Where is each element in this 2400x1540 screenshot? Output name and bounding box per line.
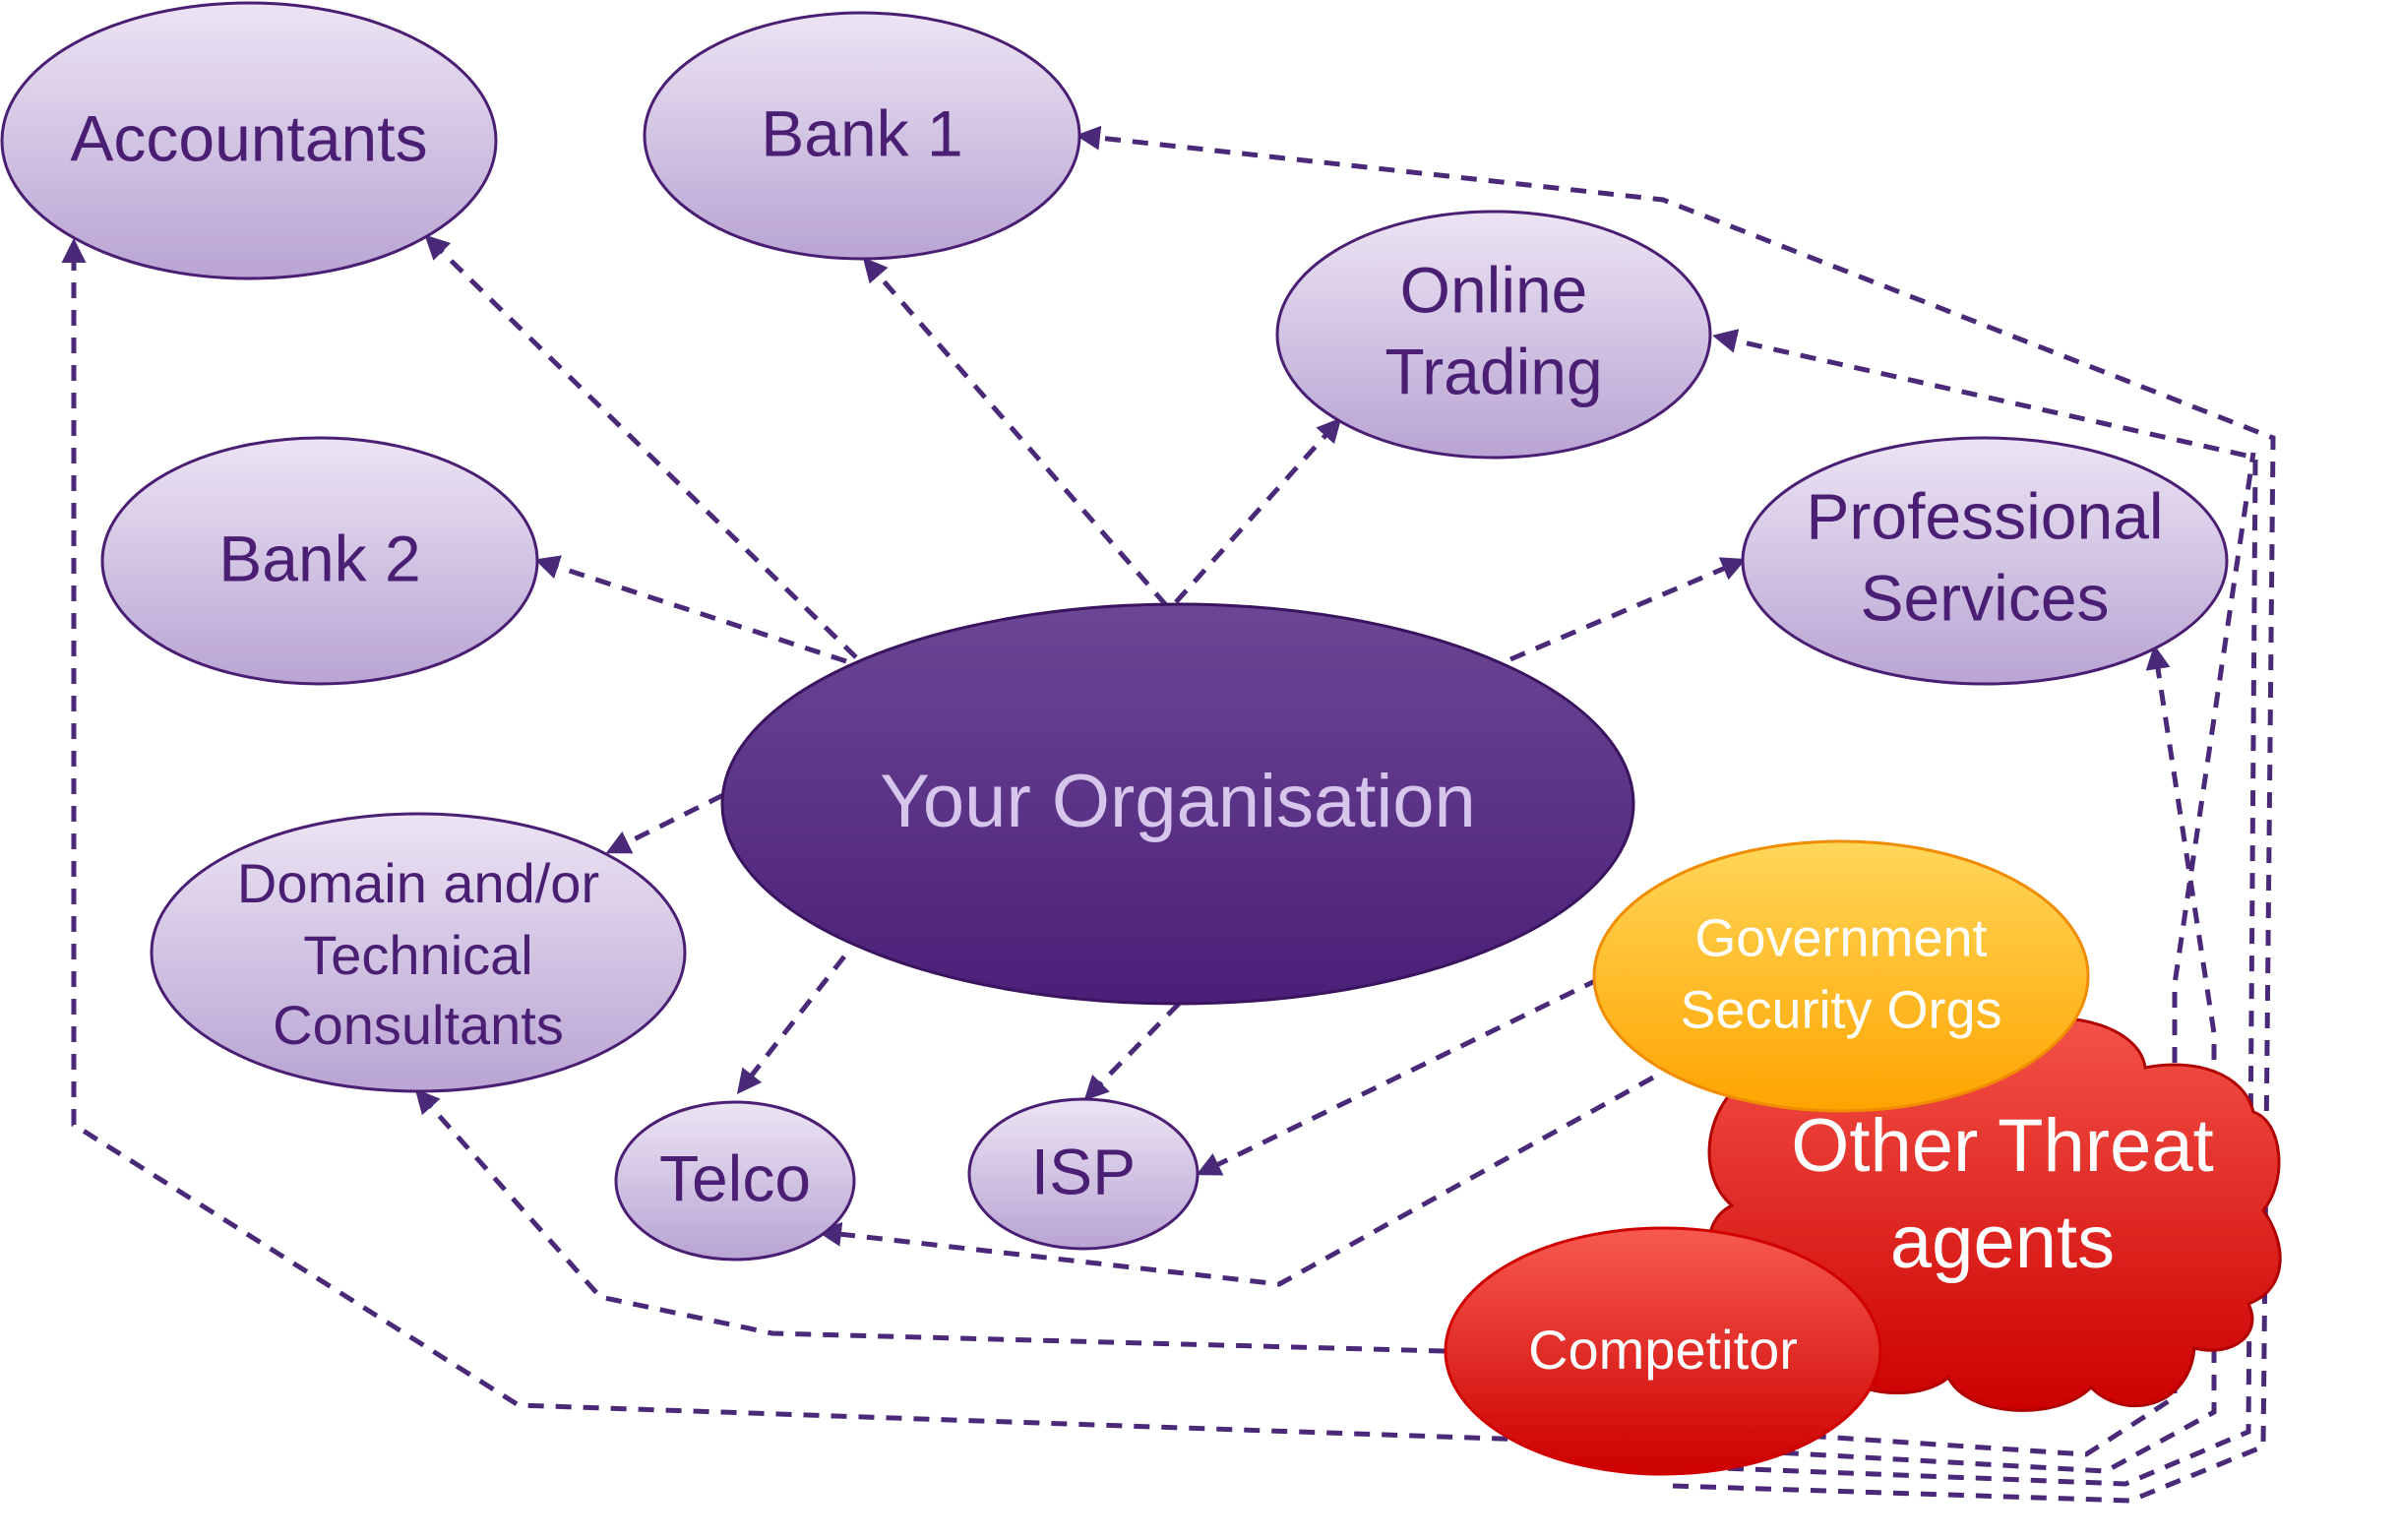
link-gov-isp xyxy=(1196,976,1601,1176)
link-competitor-accountants xyxy=(61,238,1674,1448)
link-org-professional-services xyxy=(1509,557,1747,662)
node-isp[interactable]: ISP xyxy=(967,1097,1200,1251)
link-threats-bank1 xyxy=(1076,125,2276,1504)
node-bank1[interactable]: Bank 1 xyxy=(643,11,1081,261)
link-org-bank2 xyxy=(534,555,847,664)
node-competitor[interactable]: Competitor xyxy=(1444,1226,1882,1476)
professional-services-label-line2: Services xyxy=(1860,561,2109,634)
telco-label: Telco xyxy=(659,1141,811,1214)
link-org-accountants xyxy=(424,234,858,659)
and-or-word: and/or xyxy=(443,852,599,914)
link-org-telco xyxy=(736,955,846,1094)
node-bank2[interactable]: Bank 2 xyxy=(100,436,539,686)
domain-word: Domain xyxy=(237,852,427,914)
bank1-label: Bank 1 xyxy=(761,96,962,169)
connections xyxy=(61,125,2276,1504)
link-org-domain-consultants xyxy=(605,792,725,854)
accountants-label: Accountants xyxy=(70,101,427,174)
link-org-bank1 xyxy=(862,257,1168,607)
node-government-security-orgs[interactable]: Government Security Orgs xyxy=(1592,839,2090,1113)
competitor-label: Competitor xyxy=(1528,1319,1798,1381)
your-organisation-label: Your Organisation xyxy=(880,760,1476,843)
domain-consultants-label-line2: Technical xyxy=(303,924,532,986)
link-threats-online-trading xyxy=(1672,329,2258,1487)
node-your-organisation[interactable]: Your Organisation xyxy=(720,602,1635,1006)
other-threat-agents-label-line2: agents xyxy=(1890,1201,2115,1284)
node-domain-consultants[interactable]: Domain and/or Technical Consultants xyxy=(150,812,687,1093)
domain-consultants-label-line1: Domain and/or xyxy=(237,852,599,914)
other-threat-agents-label-line1: Other Threat xyxy=(1791,1104,2213,1188)
node-accountants[interactable]: Accountants xyxy=(0,1,498,280)
bank2-label: Bank 2 xyxy=(218,522,420,594)
online-trading-label-line1: Online xyxy=(1400,253,1588,326)
node-telco[interactable]: Telco xyxy=(614,1100,856,1262)
professional-services-label-line1: Professional xyxy=(1806,479,2163,552)
government-label-line2: Security Orgs xyxy=(1680,980,2001,1039)
link-org-online-trading xyxy=(1174,417,1342,604)
link-org-isp xyxy=(1083,1002,1181,1101)
government-label-line1: Government xyxy=(1694,908,1987,967)
link-competitor-domain-consultants xyxy=(414,1088,1446,1354)
isp-label: ISP xyxy=(1031,1135,1136,1207)
link-threats-professional-services xyxy=(1672,645,2217,1474)
link-threats-right-loop xyxy=(1672,452,2256,1457)
node-online-trading[interactable]: Online Trading xyxy=(1275,210,1712,460)
online-trading-label-line2: Trading xyxy=(1385,335,1602,407)
domain-consultants-label-line3: Consultants xyxy=(273,994,564,1056)
link-gov-telco xyxy=(817,1075,1655,1287)
node-professional-services[interactable]: Professional Services xyxy=(1741,436,2229,686)
